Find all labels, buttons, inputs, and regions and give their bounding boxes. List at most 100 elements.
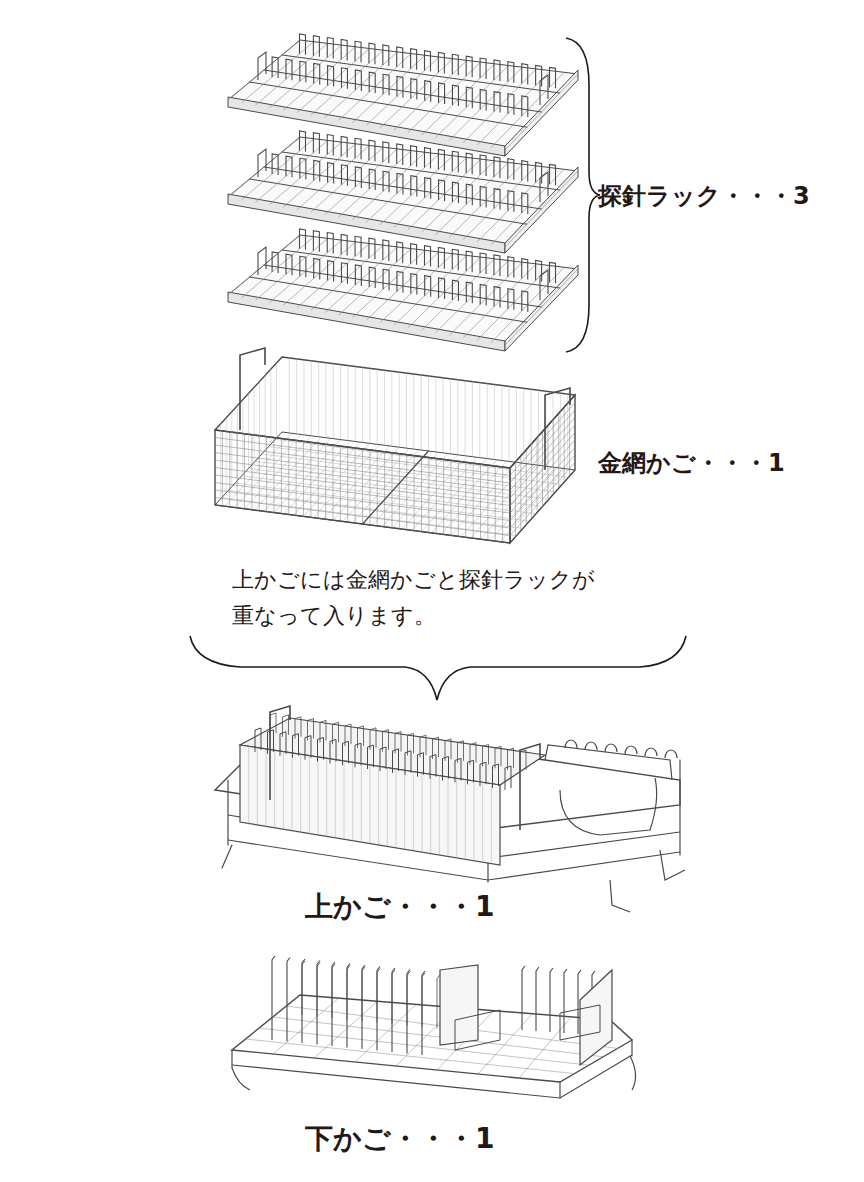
wire	[314, 160, 320, 181]
wire	[455, 758, 461, 782]
wire	[508, 289, 514, 310]
wire	[296, 359, 297, 434]
wire	[411, 176, 417, 197]
wire	[480, 58, 486, 79]
wire	[510, 448, 575, 521]
wire	[465, 381, 466, 456]
wire	[347, 366, 348, 441]
wire	[300, 754, 301, 832]
wire	[536, 162, 542, 183]
wire	[435, 377, 436, 452]
wire	[522, 966, 525, 1030]
wire	[215, 432, 575, 543]
wire	[397, 144, 403, 165]
wire	[545, 388, 570, 470]
wire	[313, 133, 319, 154]
wire	[248, 746, 249, 824]
wire	[318, 738, 324, 762]
wire	[452, 182, 458, 203]
wire	[425, 51, 431, 72]
wire	[523, 388, 524, 463]
wire	[242, 42, 314, 103]
wire	[480, 155, 486, 176]
wire	[383, 269, 389, 290]
wire	[411, 274, 417, 295]
wire	[305, 736, 311, 760]
wire	[508, 159, 514, 180]
wire	[317, 961, 320, 1045]
wire	[370, 765, 371, 843]
wire	[487, 384, 488, 459]
wire	[411, 79, 417, 100]
wire	[369, 368, 370, 443]
wire	[377, 967, 380, 1051]
wire	[452, 249, 458, 270]
wire	[493, 764, 499, 788]
wire	[231, 412, 232, 487]
wire	[466, 184, 472, 205]
wire	[665, 750, 677, 758]
wire	[536, 65, 542, 86]
wire	[355, 236, 361, 257]
wire	[303, 360, 304, 435]
wire	[377, 369, 378, 444]
wire	[287, 958, 290, 1042]
wire	[272, 154, 278, 175]
wire	[276, 363, 277, 438]
wire	[491, 784, 492, 862]
wire	[536, 967, 539, 1031]
wire	[457, 380, 458, 455]
wire	[605, 744, 617, 752]
wire	[522, 64, 528, 85]
wire	[522, 161, 528, 182]
wire	[560, 778, 657, 835]
wire	[341, 39, 347, 60]
wire	[540, 172, 548, 202]
wire	[439, 180, 445, 201]
wire	[254, 387, 255, 462]
wire	[215, 430, 510, 543]
wire	[222, 845, 232, 868]
wire	[318, 362, 319, 437]
wire	[550, 968, 553, 1032]
wire	[299, 131, 305, 152]
wire	[328, 66, 334, 87]
wire	[273, 1017, 603, 1057]
wire	[270, 369, 271, 444]
lower-basket	[232, 956, 636, 1098]
wire	[299, 229, 305, 250]
wire	[425, 276, 431, 297]
wire	[255, 728, 261, 752]
wire	[413, 772, 414, 850]
wire	[363, 451, 429, 524]
wire	[355, 167, 361, 188]
wire	[352, 762, 353, 840]
wire	[522, 193, 528, 214]
wire	[242, 400, 243, 475]
wire	[248, 394, 249, 469]
wire	[466, 282, 472, 303]
wire	[391, 371, 392, 446]
wire	[397, 47, 403, 68]
wire	[272, 252, 278, 273]
wire	[510, 418, 575, 491]
wire	[443, 757, 449, 781]
wire	[439, 776, 440, 854]
wire	[286, 156, 292, 177]
wire	[292, 753, 293, 831]
wire	[215, 357, 575, 468]
wire	[311, 361, 312, 436]
wire	[538, 390, 539, 465]
wire	[309, 756, 310, 834]
wire	[428, 376, 429, 451]
wire	[383, 45, 389, 66]
wire	[494, 157, 500, 178]
wire	[327, 38, 333, 59]
wire	[383, 240, 389, 261]
wire	[283, 752, 284, 830]
wire	[478, 1014, 533, 1074]
wire	[510, 463, 575, 536]
wire	[286, 254, 292, 275]
wire	[494, 60, 500, 81]
wire	[355, 138, 361, 159]
